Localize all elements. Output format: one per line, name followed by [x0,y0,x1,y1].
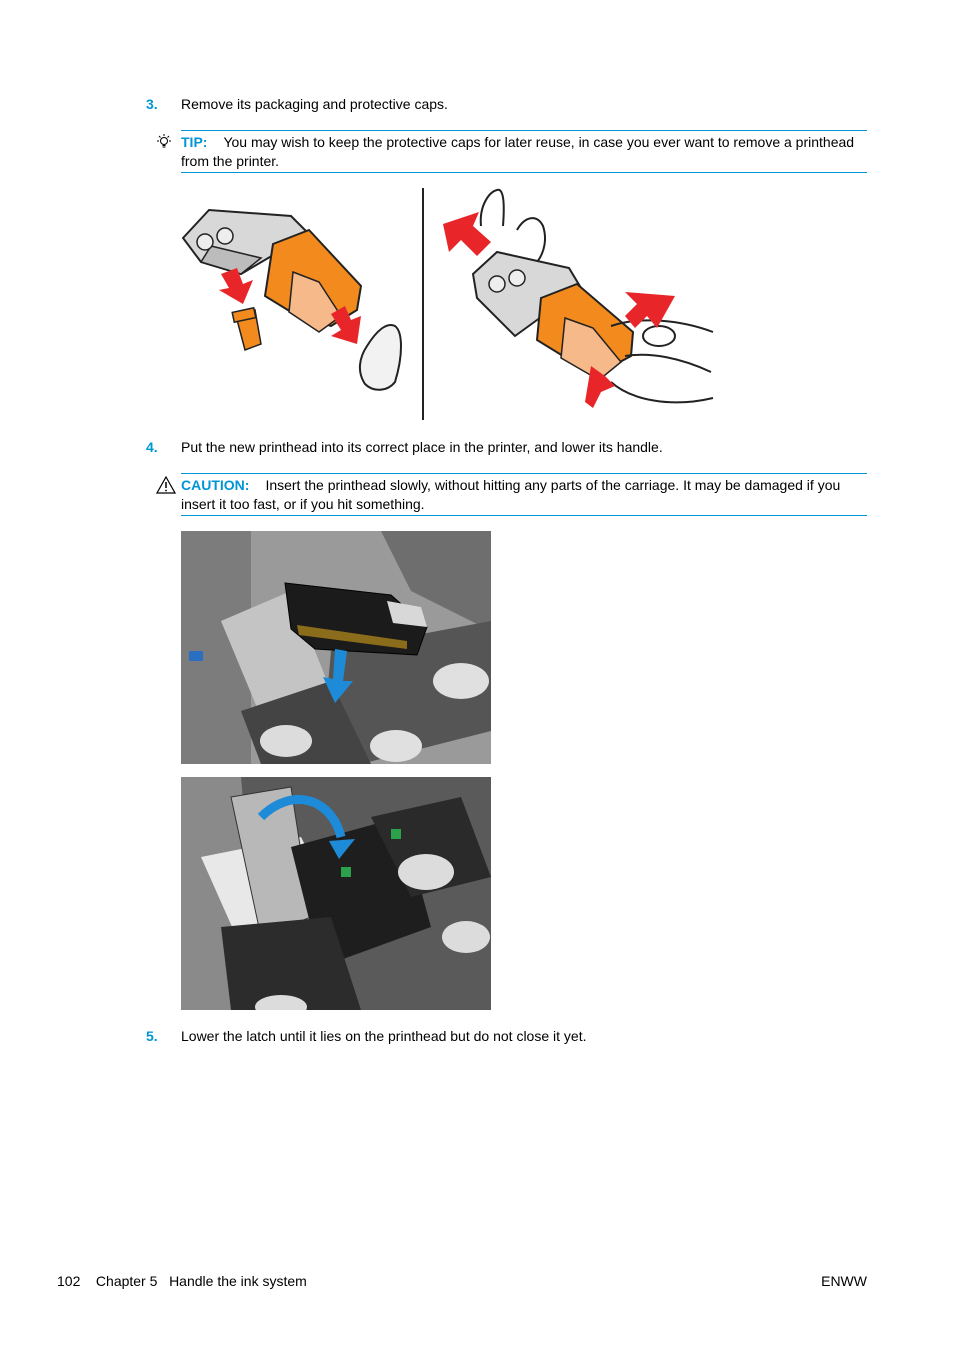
step-5-text: Lower the latch until it lies on the pri… [181,1028,587,1044]
step-3-number: 3. [146,96,158,112]
step-3-text: Remove its packaging and protective caps… [181,96,448,112]
tip-text: You may wish to keep the protective caps… [181,134,855,169]
packaging-removal-illustration [181,186,721,422]
warning-triangle-icon [156,476,176,494]
insert-printhead-photo [181,531,491,764]
lower-handle-photo [181,777,491,1010]
lightbulb-icon [155,133,173,151]
step-5-number: 5. [146,1028,158,1044]
step-4-text: Put the new printhead into its correct p… [181,439,663,455]
caution-note: CAUTION:Insert the printhead slowly, wit… [181,473,867,516]
footer-right: ENWW [821,1273,867,1289]
caution-text: Insert the printhead slowly, without hit… [181,477,841,512]
footer-left: 102 Chapter 5 Handle the ink system [57,1273,307,1289]
tip-label: TIP: [181,134,208,150]
step-4-number: 4. [146,439,158,455]
caution-label: CAUTION: [181,477,250,493]
tip-note: TIP:You may wish to keep the protective … [181,130,867,173]
